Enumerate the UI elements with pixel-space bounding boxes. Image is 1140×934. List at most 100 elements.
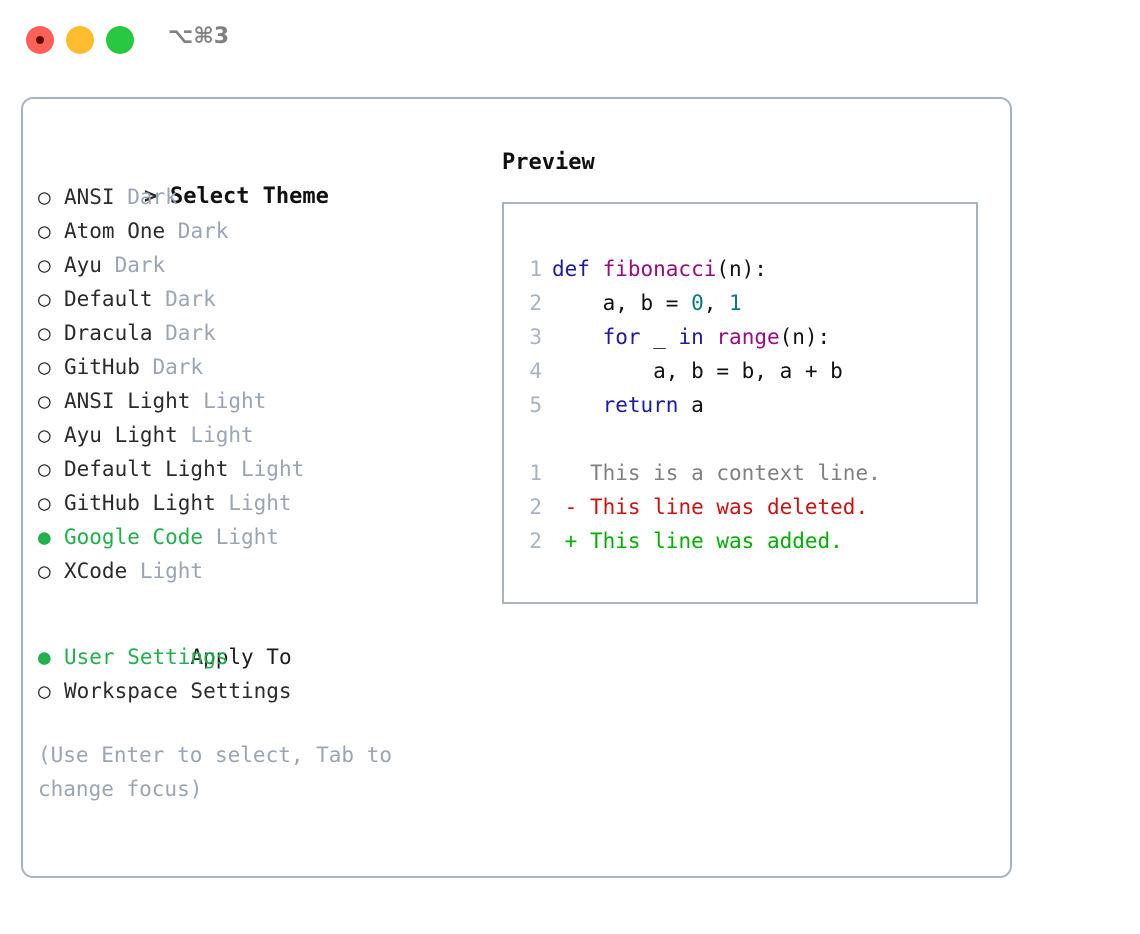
code-token: for bbox=[602, 325, 641, 349]
theme-name: Atom One bbox=[64, 219, 166, 243]
code-line: 1 def fibonacci(n): bbox=[520, 252, 968, 286]
theme-list-item[interactable]: ○ Atom One Dark bbox=[38, 214, 478, 248]
theme-name: Default bbox=[64, 287, 153, 311]
theme-name: ANSI bbox=[64, 185, 115, 209]
apply-to-header: Apply To bbox=[38, 606, 478, 669]
code-token bbox=[704, 325, 717, 349]
apply-to-group: Apply To ●User Settings ○ Workspace Settin… bbox=[38, 606, 478, 708]
theme-variant-badge: Light bbox=[203, 525, 279, 549]
apply-to-item[interactable]: ●User Settings bbox=[38, 640, 478, 674]
theme-variant-badge: Light bbox=[215, 491, 292, 515]
theme-list-item[interactable]: ○Ayu Light Light bbox=[38, 418, 478, 452]
close-icon bbox=[36, 36, 44, 44]
code-line-number: 5 bbox=[529, 393, 542, 417]
keyboard-hint: (Use Enter to select, Tab to change focu… bbox=[38, 743, 405, 801]
code-spacer bbox=[520, 422, 968, 456]
code-token: return bbox=[602, 393, 679, 417]
apply-to-label: Apply To bbox=[190, 645, 292, 669]
code-token: _ bbox=[640, 325, 679, 349]
radio-empty-icon[interactable]: ○ bbox=[38, 389, 51, 413]
page-title: Select Theme bbox=[169, 184, 329, 209]
theme-list-item[interactable]: ○ GitHub Dark bbox=[38, 350, 478, 384]
diff-line-number: 1 bbox=[529, 461, 542, 485]
code-line-number: 2 bbox=[529, 291, 542, 315]
preview-title: Preview bbox=[502, 150, 595, 175]
code-token: 1 bbox=[729, 291, 742, 315]
theme-list-item[interactable]: ○ XCode Light bbox=[38, 554, 478, 588]
theme-name: GitHub Light bbox=[64, 491, 216, 515]
theme-list-item[interactable]: ○Default Light Light bbox=[38, 452, 478, 486]
radio-empty-icon[interactable]: ○ bbox=[38, 457, 51, 481]
maximize-window-button[interactable] bbox=[106, 26, 134, 54]
radio-empty-icon[interactable]: ○ bbox=[38, 355, 51, 379]
diff-text: This is a context line. bbox=[589, 461, 881, 485]
diff-text: This line was deleted. bbox=[589, 495, 869, 519]
theme-name: XCode bbox=[64, 559, 128, 583]
diff-sign: - bbox=[552, 495, 590, 519]
code-line: 2 a, b = 0, 1 bbox=[520, 286, 968, 320]
theme-list-item[interactable]: ○ANSI Light Light bbox=[38, 384, 478, 418]
theme-name: GitHub bbox=[64, 355, 140, 379]
diff-line-number: 2 bbox=[529, 529, 542, 553]
theme-name: Google Code bbox=[64, 525, 204, 549]
code-token: range bbox=[716, 325, 780, 349]
theme-name: ANSI Light bbox=[64, 389, 191, 413]
radio-empty-icon[interactable]: ○ bbox=[38, 321, 51, 345]
theme-picker-panel: >Select Theme ○ANSI Dark○Atom One Dark○A… bbox=[21, 97, 1012, 878]
diff-line: 2 + This line was added. bbox=[520, 524, 968, 558]
apply-to-item[interactable]: ○ Workspace Settings bbox=[38, 674, 478, 708]
diff-line-number: 2 bbox=[529, 495, 542, 519]
radio-empty-icon[interactable]: ○ bbox=[38, 253, 51, 277]
theme-variant-badge: Dark bbox=[165, 219, 229, 243]
theme-name: Dracula bbox=[64, 321, 153, 345]
code-token: a, b = bbox=[552, 291, 692, 315]
theme-variant-badge: Dark bbox=[101, 253, 166, 277]
code-line: 4 a, b = b, a + b bbox=[520, 354, 968, 388]
radio-empty-icon[interactable]: ○ bbox=[38, 491, 51, 515]
diff-sign: + bbox=[552, 529, 590, 553]
code-token: def bbox=[552, 257, 603, 281]
radio-empty-icon[interactable]: ○ bbox=[38, 679, 51, 703]
code-line-number: 4 bbox=[529, 359, 542, 383]
code-token: fibonacci bbox=[602, 257, 717, 281]
radio-selected-icon[interactable]: ● bbox=[38, 645, 51, 669]
select-theme-header: >Select Theme bbox=[38, 146, 478, 209]
theme-list-item[interactable]: ○ GitHub Light Light bbox=[38, 486, 478, 520]
theme-list-item[interactable]: ● Google Code Light bbox=[38, 520, 478, 554]
radio-empty-icon[interactable]: ○ bbox=[38, 287, 51, 311]
radio-empty-icon[interactable]: ○ bbox=[38, 185, 51, 209]
theme-variant-badge: Light bbox=[127, 559, 204, 583]
radio-empty-icon[interactable]: ○ bbox=[38, 559, 51, 583]
code-line: 5 return a bbox=[520, 388, 968, 422]
theme-list-item[interactable]: ○ Dracula Dark bbox=[38, 316, 478, 350]
theme-variant-badge: Dark bbox=[152, 321, 216, 345]
theme-list-item[interactable]: ○ ANSI Dark bbox=[38, 180, 478, 214]
radio-selected-icon[interactable]: ● bbox=[38, 525, 51, 549]
theme-variant-badge: Dark bbox=[152, 287, 216, 311]
minimize-window-button[interactable] bbox=[66, 26, 94, 54]
code-token bbox=[552, 393, 603, 417]
code-line-number: 1 bbox=[529, 257, 542, 281]
theme-list-item[interactable]: ○ Default Dark bbox=[38, 282, 478, 316]
theme-list-column: >Select Theme ○ANSI Dark○Atom One Dark○A… bbox=[38, 146, 478, 806]
diff-sign bbox=[552, 461, 590, 485]
theme-variant-badge: Dark bbox=[114, 185, 178, 209]
apply-to-item-label: Workspace Settings bbox=[64, 679, 292, 703]
code-line: 3 for _ in range(n): bbox=[520, 320, 968, 354]
code-token bbox=[552, 325, 603, 349]
apply-to-list: ●User Settings ○ Workspace Settings bbox=[38, 640, 478, 708]
theme-list: ○ ANSI Dark ○ Atom One Dark ○ Ayu Dark ○ Defaul… bbox=[38, 180, 478, 588]
theme-name: Default Light bbox=[64, 457, 229, 481]
code-token: a, b = b, a + b bbox=[552, 359, 843, 383]
theme-name: Ayu bbox=[64, 253, 102, 277]
keyboard-shortcut-label: ⌥⌘3 bbox=[168, 24, 230, 49]
code-token: , bbox=[703, 291, 730, 315]
theme-variant-badge: Dark bbox=[139, 355, 204, 379]
theme-list-item[interactable]: ○ Ayu Dark bbox=[38, 248, 478, 282]
radio-empty-icon[interactable]: ○ bbox=[38, 423, 51, 447]
radio-empty-icon[interactable]: ○ bbox=[38, 219, 51, 243]
code-token: (n): bbox=[716, 257, 767, 281]
